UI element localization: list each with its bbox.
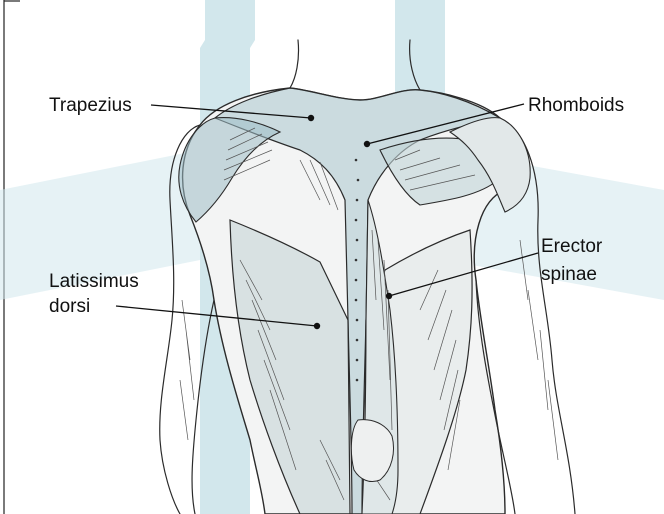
- label-rhomboids-text: Rhomboids: [528, 95, 624, 116]
- dot-latissimus: [314, 323, 320, 329]
- label-trapezius-text: Trapezius: [49, 95, 132, 116]
- label-latissimus-text-1: Latissimus: [49, 271, 139, 292]
- dot-trapezius: [308, 115, 314, 121]
- dot-erector: [386, 293, 392, 299]
- sacrum-shape: [351, 420, 393, 482]
- label-latissimus-text-2: dorsi: [49, 296, 90, 317]
- label-erector-text-2: spinae: [541, 264, 597, 285]
- dot-rhomboids: [364, 141, 370, 147]
- label-erector-text-1: Erector: [541, 236, 603, 257]
